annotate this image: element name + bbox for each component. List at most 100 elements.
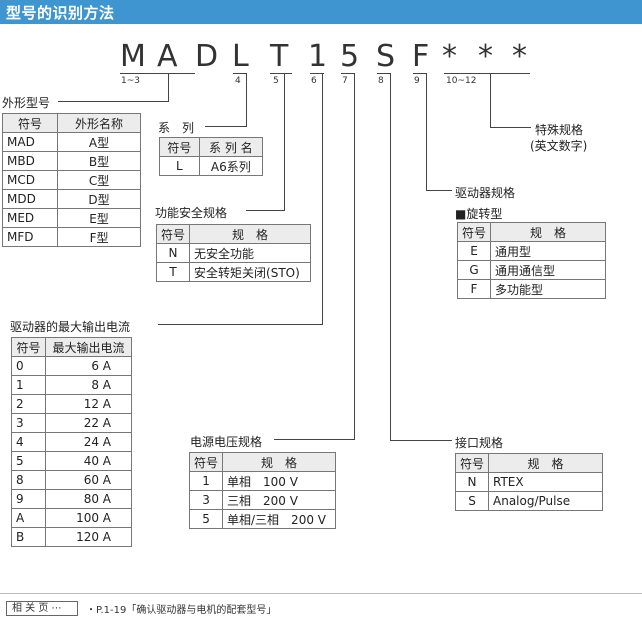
position-number: 7	[342, 76, 348, 86]
value-cell: 三相 200 V	[222, 490, 336, 510]
value-cell: 22 A	[45, 413, 132, 433]
value-cell: 单相 100 V	[222, 471, 336, 491]
underline-9	[413, 73, 427, 74]
symbol-cell: 2	[11, 394, 46, 414]
code-char: 1	[308, 39, 328, 74]
value-cell: A6系列	[198, 156, 264, 176]
value-cell: 24 A	[45, 432, 132, 452]
page-title: 型号的识别方法	[6, 4, 115, 22]
symbol-cell: A	[11, 508, 46, 528]
underline-7	[341, 73, 355, 74]
code-char: A	[157, 39, 178, 74]
outer-label: 外形型号	[2, 96, 51, 110]
value-cell: 通用通信型	[490, 260, 606, 280]
position-number: 10~12	[446, 76, 477, 86]
code-char: *	[442, 39, 457, 74]
value-cell: 100 A	[45, 508, 132, 528]
value-cell: D型	[57, 189, 141, 209]
underline-1-3	[120, 73, 195, 74]
symbol-cell: 3	[188, 490, 224, 510]
series-label: 系 列	[158, 121, 195, 135]
symbol-cell: MAD	[1, 132, 59, 152]
voltage-header-spec: 规 格	[222, 452, 336, 472]
series-header-name: 系 列 名	[198, 137, 264, 157]
symbol-cell: MED	[1, 208, 59, 228]
code-char: F	[412, 39, 430, 74]
current-header-symbol: 符号	[11, 337, 46, 357]
symbol-cell: E	[456, 241, 492, 261]
symbol-cell: 4	[11, 432, 46, 452]
safety-header-symbol: 符号	[155, 224, 191, 244]
underline-6	[310, 73, 324, 74]
code-char: L	[232, 39, 249, 74]
driver-label: 驱动器规格	[455, 186, 516, 200]
voltage-header-symbol: 符号	[188, 452, 224, 472]
safety-label: 功能安全规格	[155, 206, 228, 220]
value-cell: 120 A	[45, 527, 132, 547]
value-cell: 无安全功能	[189, 243, 311, 263]
current-header-value: 最大输出电流	[45, 337, 132, 357]
driver-sublabel: ■旋转型	[455, 207, 503, 221]
symbol-cell: S	[454, 491, 490, 511]
symbol-cell: N	[155, 243, 191, 263]
special-label: 特殊规格	[535, 123, 584, 137]
symbol-cell: L	[159, 156, 200, 176]
symbol-cell: 9	[11, 489, 46, 509]
interface-header-spec: 规 格	[488, 453, 603, 473]
value-cell: A型	[57, 132, 141, 152]
value-cell: 6 A	[45, 356, 132, 376]
value-cell: B型	[57, 151, 141, 171]
current-label: 驱动器的最大输出电流	[10, 320, 131, 334]
underline-10-12	[444, 73, 530, 74]
title-bar: 型号的识别方法	[0, 0, 642, 24]
code-char: *	[478, 39, 493, 74]
symbol-cell: N	[454, 472, 490, 492]
value-cell: Analog/Pulse	[488, 491, 603, 511]
interface-header-symbol: 符号	[454, 453, 490, 473]
value-cell: 单相/三相 200 V	[222, 509, 336, 529]
position-number: 9	[414, 76, 420, 86]
position-number: 8	[378, 76, 384, 86]
related-pages-badge: 相 关 页 ⋯	[6, 601, 78, 616]
position-number: 4	[235, 76, 241, 86]
value-cell: 安全转矩关闭(STO)	[189, 262, 311, 282]
underline-4	[233, 73, 247, 74]
interface-label: 接口规格	[455, 436, 504, 450]
series-header-symbol: 符号	[159, 137, 200, 157]
value-cell: 40 A	[45, 451, 132, 471]
code-char: *	[512, 39, 527, 74]
related-page-link[interactable]: ・P.1-19「确认驱动器与电机的配套型号」	[86, 605, 277, 616]
value-cell: E型	[57, 208, 141, 228]
code-char: M	[120, 39, 146, 74]
symbol-cell: MFD	[1, 227, 59, 247]
special-sublabel: (英文数字)	[530, 139, 588, 153]
driver-header-symbol: 符号	[456, 222, 492, 242]
symbol-cell: 0	[11, 356, 46, 376]
symbol-cell: MCD	[1, 170, 59, 190]
value-cell: 通用型	[490, 241, 606, 261]
symbol-cell: 1	[11, 375, 46, 395]
